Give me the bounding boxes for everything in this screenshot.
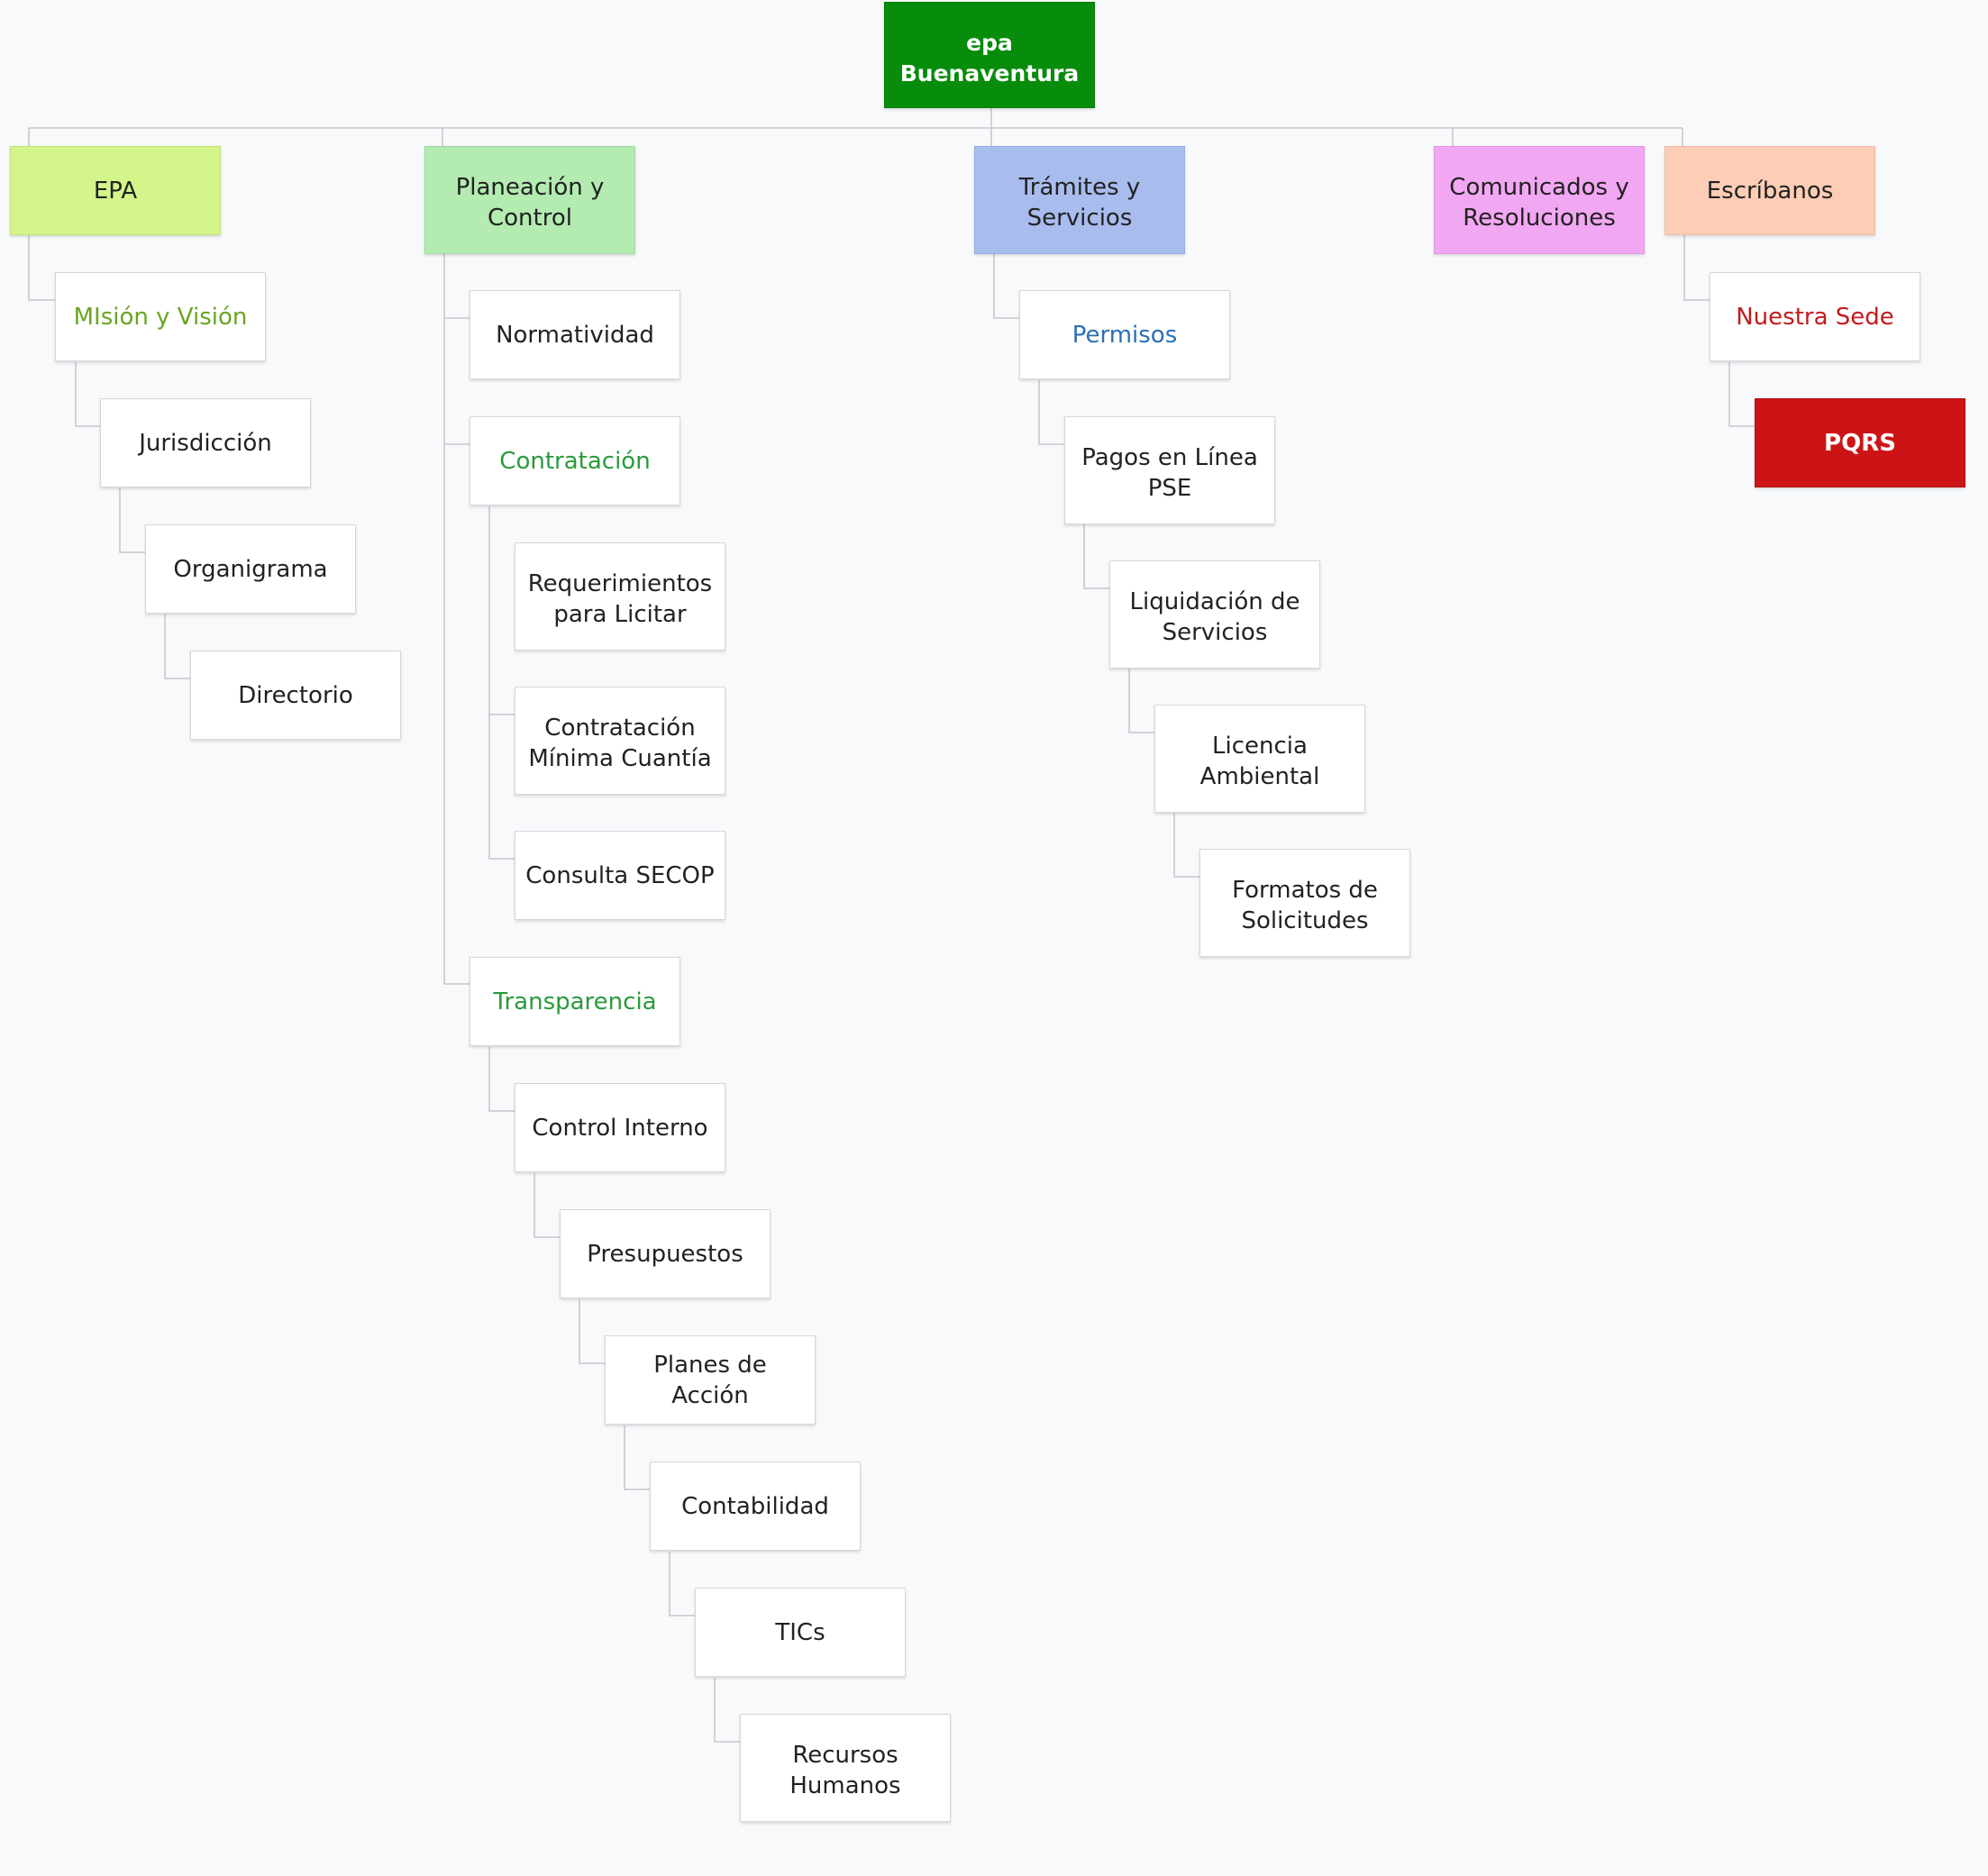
- node-jurisdiccion-label: Jurisdicción: [139, 429, 272, 457]
- node-contratacion[interactable]: Contratación: [470, 416, 680, 505]
- node-tics[interactable]: TICs: [695, 1588, 906, 1677]
- root-label: epa Buenaventura: [899, 30, 1080, 87]
- node-requerimientos-label: Requerimientos para Licitar: [527, 570, 713, 628]
- node-planes-accion[interactable]: Planes de Acción: [605, 1335, 816, 1425]
- root-node[interactable]: epa Buenaventura: [884, 2, 1095, 108]
- node-pqrs[interactable]: PQRS: [1755, 398, 1965, 487]
- node-requerimientos[interactable]: Requerimientos para Licitar: [515, 542, 725, 651]
- node-contabilidad-label: Contabilidad: [681, 1492, 829, 1520]
- branch-comunicados[interactable]: Comunicados y Resoluciones: [1434, 146, 1645, 254]
- node-minima-cuantia[interactable]: Contratación Mínima Cuantía: [515, 687, 725, 795]
- node-transparencia-label: Transparencia: [493, 988, 657, 1015]
- node-organigrama[interactable]: Organigrama: [145, 524, 356, 614]
- node-presupuestos-label: Presupuestos: [587, 1240, 743, 1268]
- node-directorio[interactable]: Directorio: [190, 651, 401, 740]
- node-directorio-label: Directorio: [238, 681, 353, 709]
- node-permisos-label: Permisos: [1072, 321, 1178, 349]
- node-liquidacion[interactable]: Liquidación de Servicios: [1109, 560, 1320, 669]
- node-formatos-solicitudes-label: Formatos de Solicitudes: [1232, 877, 1378, 934]
- connector-escribanos-chain: [1683, 235, 1755, 427]
- node-control-interno-label: Control Interno: [532, 1114, 708, 1142]
- connector-epa-chain: [28, 235, 191, 679]
- branch-comunicados-label: Comunicados y Resoluciones: [1449, 174, 1629, 232]
- node-recursos-humanos[interactable]: Recursos Humanos: [740, 1714, 951, 1822]
- node-pagos-pse[interactable]: Pagos en Línea PSE: [1064, 416, 1275, 524]
- node-presupuestos[interactable]: Presupuestos: [560, 1209, 771, 1298]
- branch-epa-label: EPA: [93, 177, 138, 205]
- node-control-interno[interactable]: Control Interno: [515, 1083, 725, 1172]
- branch-planeacion[interactable]: Planeación y Control: [424, 146, 635, 254]
- node-normatividad[interactable]: Normatividad: [470, 290, 680, 379]
- node-contabilidad[interactable]: Contabilidad: [650, 1462, 861, 1551]
- connector-tramites-chain: [993, 254, 1200, 878]
- node-liquidacion-label: Liquidación de Servicios: [1129, 588, 1300, 646]
- node-formatos-solicitudes[interactable]: Formatos de Solicitudes: [1199, 849, 1410, 957]
- node-licencia-ambiental[interactable]: Licencia Ambiental: [1154, 705, 1365, 813]
- branch-planeacion-label: Planeación y Control: [455, 174, 605, 232]
- connector-contratacion-children: [488, 506, 515, 860]
- connector-root-bus: [28, 108, 1683, 146]
- connector-transparencia-chain: [488, 1047, 741, 1743]
- branch-escribanos-label: Escríbanos: [1706, 177, 1834, 205]
- branch-tramites-label: Trámites y Servicios: [1018, 174, 1141, 232]
- node-pqrs-label: PQRS: [1824, 429, 1896, 457]
- node-transparencia[interactable]: Transparencia: [470, 957, 680, 1046]
- node-organigrama-label: Organigrama: [173, 555, 328, 583]
- node-jurisdiccion[interactable]: Jurisdicción: [100, 398, 311, 487]
- branch-escribanos[interactable]: Escríbanos: [1664, 146, 1875, 235]
- node-permisos[interactable]: Permisos: [1019, 290, 1230, 379]
- branch-epa[interactable]: EPA: [10, 146, 221, 235]
- branch-tramites[interactable]: Trámites y Servicios: [974, 146, 1185, 254]
- node-secop-label: Consulta SECOP: [525, 861, 715, 889]
- node-licencia-ambiental-label: Licencia Ambiental: [1199, 733, 1320, 790]
- node-nuestra-sede-label: Nuestra Sede: [1736, 303, 1894, 331]
- node-tics-label: TICs: [775, 1618, 825, 1646]
- node-normatividad-label: Normatividad: [496, 321, 654, 349]
- node-recursos-humanos-label: Recursos Humanos: [789, 1742, 901, 1799]
- connector-planeacion-spine: [443, 254, 470, 985]
- node-mision-vision[interactable]: MIsión y Visión: [55, 272, 266, 361]
- node-secop[interactable]: Consulta SECOP: [515, 831, 725, 920]
- node-planes-accion-label: Planes de Acción: [653, 1351, 767, 1409]
- node-mision-vision-label: MIsión y Visión: [73, 303, 248, 331]
- node-contratacion-label: Contratación: [499, 447, 651, 475]
- node-pagos-pse-label: Pagos en Línea PSE: [1081, 444, 1258, 502]
- node-nuestra-sede[interactable]: Nuestra Sede: [1710, 272, 1920, 361]
- node-minima-cuantia-label: Contratación Mínima Cuantía: [528, 715, 712, 772]
